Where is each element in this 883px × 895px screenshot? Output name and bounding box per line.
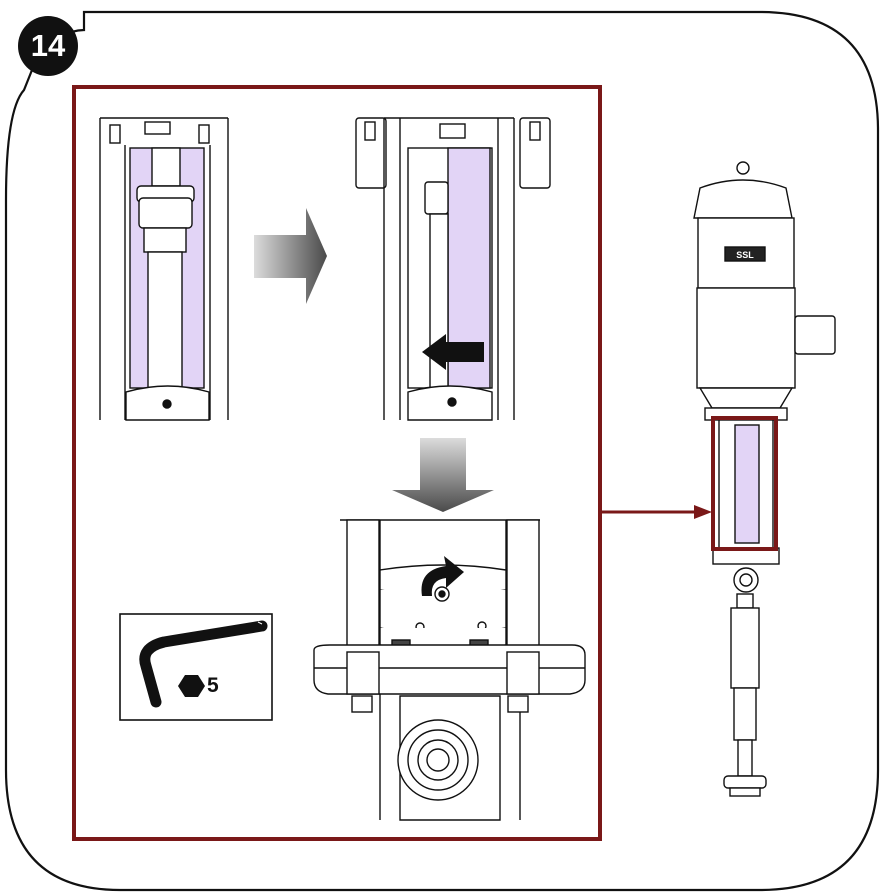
piston-before-view bbox=[99, 117, 229, 421]
rotate-arrow-icon bbox=[421, 556, 464, 596]
step-arrow-down bbox=[392, 438, 494, 512]
hex-size-label: 5 bbox=[207, 674, 219, 697]
step-arrow-right bbox=[254, 208, 327, 304]
screw-detail-view bbox=[313, 519, 586, 821]
brand-plate bbox=[724, 246, 766, 262]
hex-size-icon bbox=[178, 675, 205, 697]
push-direction-arrow bbox=[422, 334, 484, 370]
hex-key-icon bbox=[139, 620, 268, 708]
pump-highlight bbox=[711, 416, 778, 551]
brand-logo: SSL bbox=[736, 250, 754, 260]
pump-overview bbox=[693, 161, 836, 797]
step-number-badge: 14 bbox=[18, 16, 78, 76]
